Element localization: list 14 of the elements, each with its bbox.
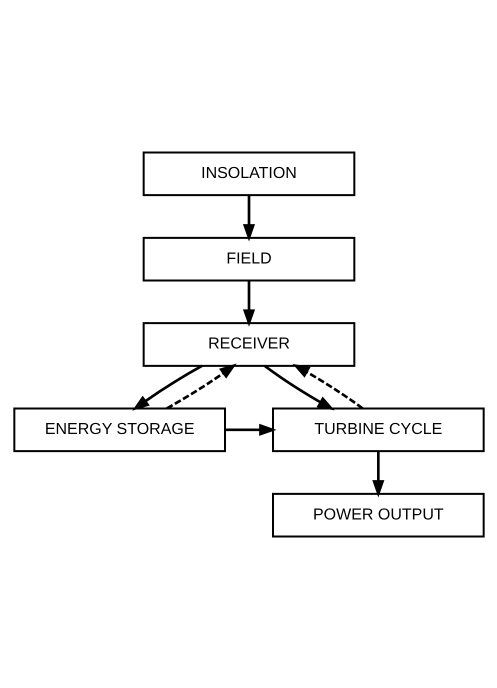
arrow xyxy=(263,364,334,410)
node-box: RECEIVER xyxy=(142,322,355,366)
node-box: TURBINE CYCLE xyxy=(272,407,484,452)
arrow xyxy=(224,423,276,436)
arrow xyxy=(166,362,236,410)
node-box: POWER OUTPUT xyxy=(272,492,484,537)
arrow xyxy=(242,194,255,241)
node-box: INSOLATION xyxy=(142,151,355,196)
node-box: ENERGY STORAGE xyxy=(12,407,226,452)
arrow xyxy=(372,450,384,497)
node-box: FIELD xyxy=(142,236,355,281)
arrow xyxy=(292,363,363,409)
arrow xyxy=(242,280,255,326)
arrow xyxy=(132,364,202,410)
